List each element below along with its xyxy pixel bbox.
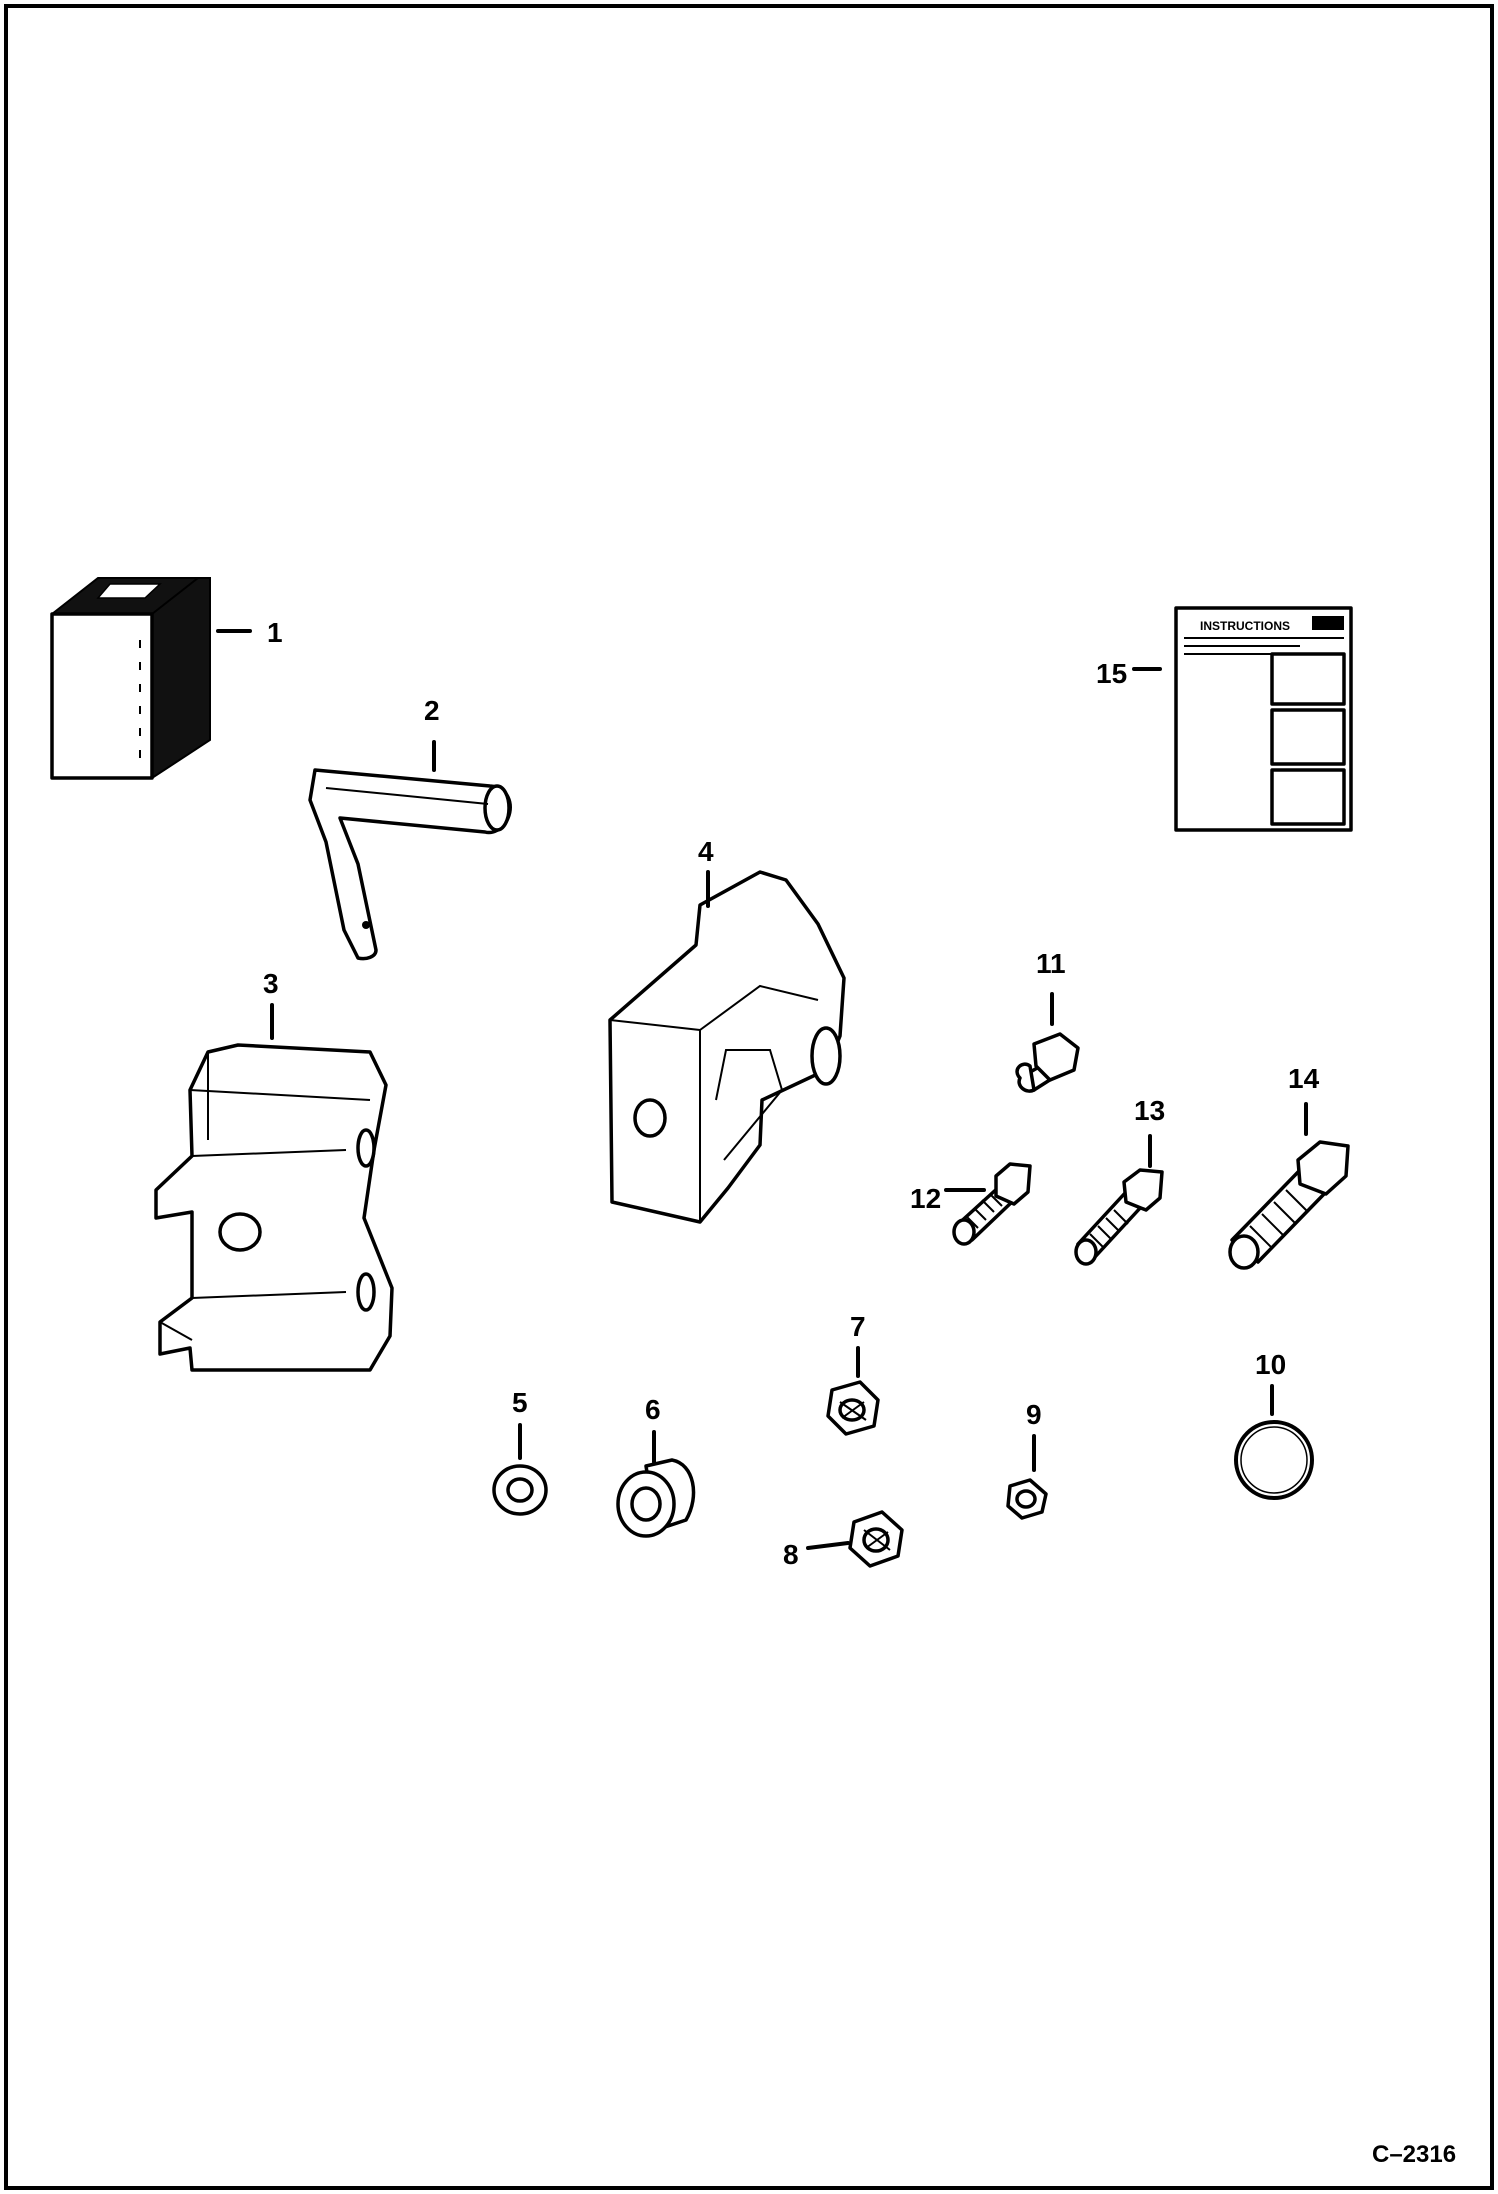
callout-10: 10 xyxy=(1255,1349,1286,1380)
callout-12: 12 xyxy=(910,1183,941,1214)
part-15-instruction-card: INSTRUCTIONS xyxy=(1174,606,1353,832)
bracket-hole-lower xyxy=(356,1272,376,1312)
instruction-card-heading: INSTRUCTIONS xyxy=(1200,619,1290,633)
part-11-bolt xyxy=(1015,1032,1080,1093)
bracket-hole-center xyxy=(218,1212,262,1252)
part-5-washer xyxy=(492,1464,548,1516)
callout-3: 3 xyxy=(263,968,279,999)
callout-2: 2 xyxy=(424,695,440,726)
callout-14: 14 xyxy=(1288,1063,1320,1094)
callout-5: 5 xyxy=(512,1387,528,1418)
diagram-frame xyxy=(4,4,1494,2190)
part-2-pin xyxy=(308,768,512,961)
callout-9: 9 xyxy=(1026,1399,1042,1430)
part-12-bolt xyxy=(952,1162,1032,1246)
part-13-bolt xyxy=(1074,1168,1164,1266)
part-14-bolt xyxy=(1228,1140,1350,1270)
part-8-nut xyxy=(848,1510,904,1568)
part-9-nut xyxy=(1006,1478,1048,1520)
part-6-bushing xyxy=(616,1458,696,1538)
pin-hole xyxy=(362,921,370,929)
mount-bore xyxy=(810,1026,842,1086)
callout-11: 11 xyxy=(1036,948,1066,979)
leader-8 xyxy=(806,1541,850,1550)
callout-13: 13 xyxy=(1134,1095,1165,1126)
part-3-bracket xyxy=(154,1043,394,1372)
callout-6: 6 xyxy=(645,1394,661,1425)
callout-4: 4 xyxy=(698,836,714,867)
callout-8: 8 xyxy=(783,1539,799,1570)
part-1-box xyxy=(50,577,211,780)
bracket-hole-upper xyxy=(356,1128,376,1168)
callout-1: 1 xyxy=(267,617,283,648)
mount-hole xyxy=(633,1098,667,1138)
figure-reference: C–2316 xyxy=(1372,2141,1456,2168)
part-10-oring xyxy=(1234,1420,1314,1500)
part-4-mount xyxy=(608,870,846,1224)
callout-15: 15 xyxy=(1096,658,1127,689)
callout-7: 7 xyxy=(850,1311,866,1342)
part-7-nut xyxy=(826,1380,880,1436)
